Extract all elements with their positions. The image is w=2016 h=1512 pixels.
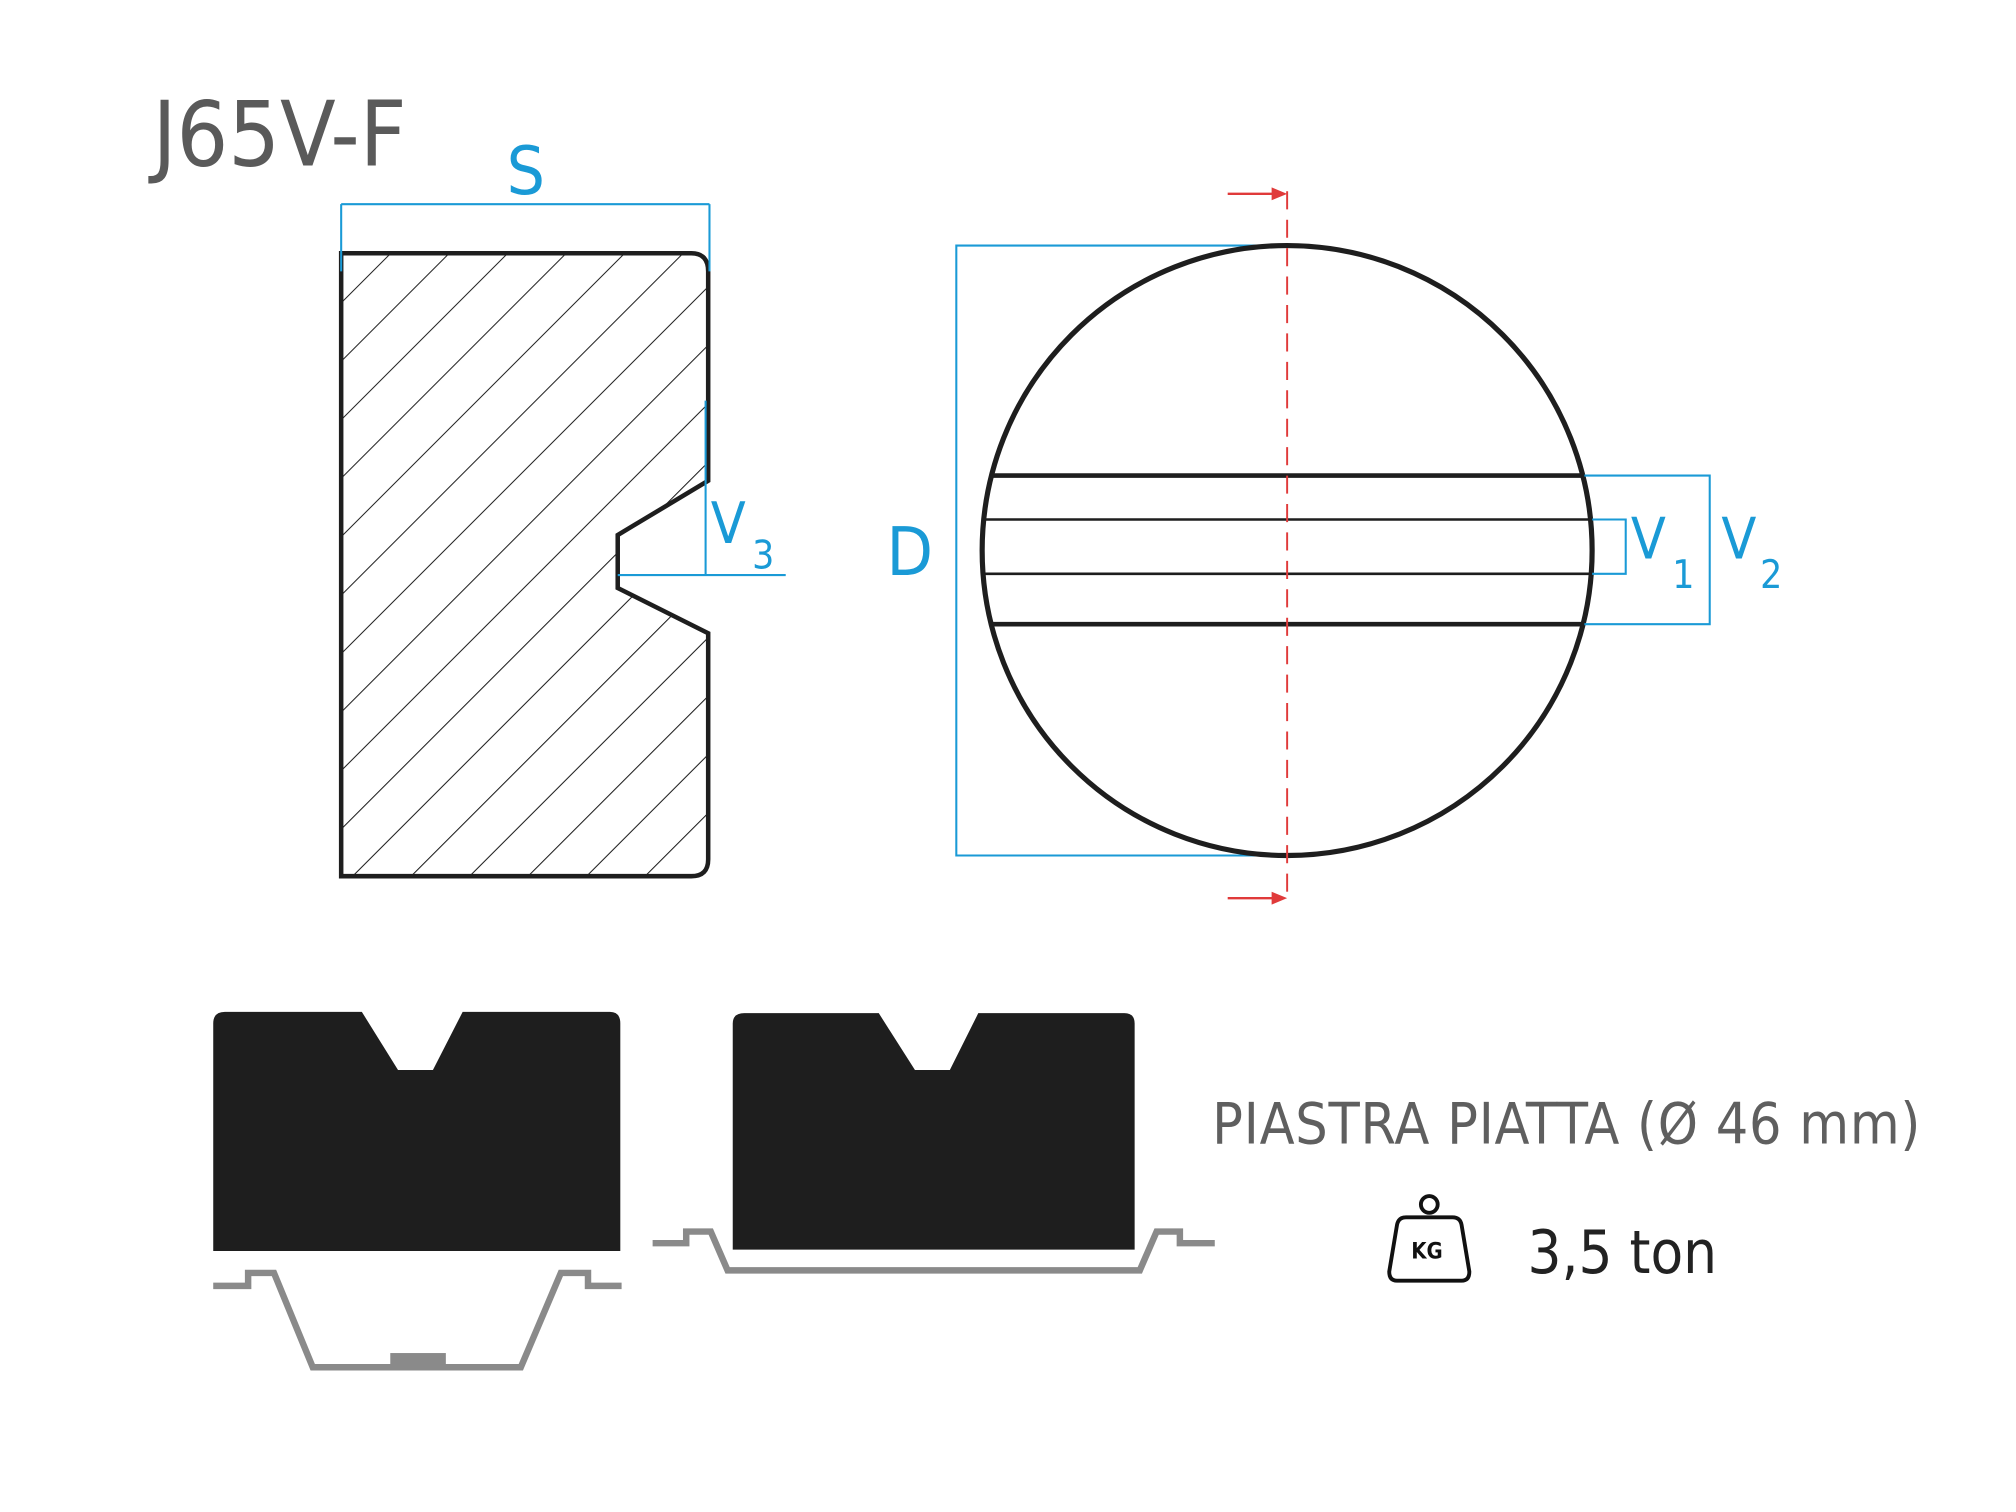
weight-icon-text: KG bbox=[1411, 1240, 1443, 1265]
capacity-value: 3,5 ton bbox=[1528, 1219, 1718, 1288]
usage-block-deep-rail bbox=[213, 1011, 622, 1371]
dimension-s: S bbox=[340, 132, 711, 272]
v2-label: V bbox=[1721, 506, 1756, 572]
usage-block-flat-rail bbox=[652, 1013, 1215, 1274]
d-label: D bbox=[887, 513, 934, 591]
arrow-right-icon bbox=[1271, 187, 1288, 201]
v1-subscript: 1 bbox=[1672, 553, 1694, 598]
v3-label: V bbox=[711, 491, 746, 557]
weight-icon: KG bbox=[1387, 1194, 1472, 1283]
v3-subscript: 3 bbox=[752, 534, 774, 579]
plate-spec: PIASTRA PIATTA (Ø 46 mm) bbox=[1212, 1092, 1920, 1158]
v1-label: V bbox=[1631, 506, 1666, 572]
product-title: J65V-F bbox=[147, 82, 406, 187]
dimension-d: D bbox=[887, 244, 1288, 857]
dimension-v1: V 1 bbox=[1592, 506, 1694, 598]
section-line bbox=[1227, 187, 1289, 905]
arrow-right-icon bbox=[1271, 891, 1288, 905]
dimension-v2: V 2 bbox=[1584, 474, 1782, 626]
side-profile-section bbox=[338, 251, 711, 879]
v2-subscript: 2 bbox=[1760, 553, 1782, 598]
dimension-v3: V 3 bbox=[617, 400, 786, 579]
s-label: S bbox=[507, 132, 545, 210]
